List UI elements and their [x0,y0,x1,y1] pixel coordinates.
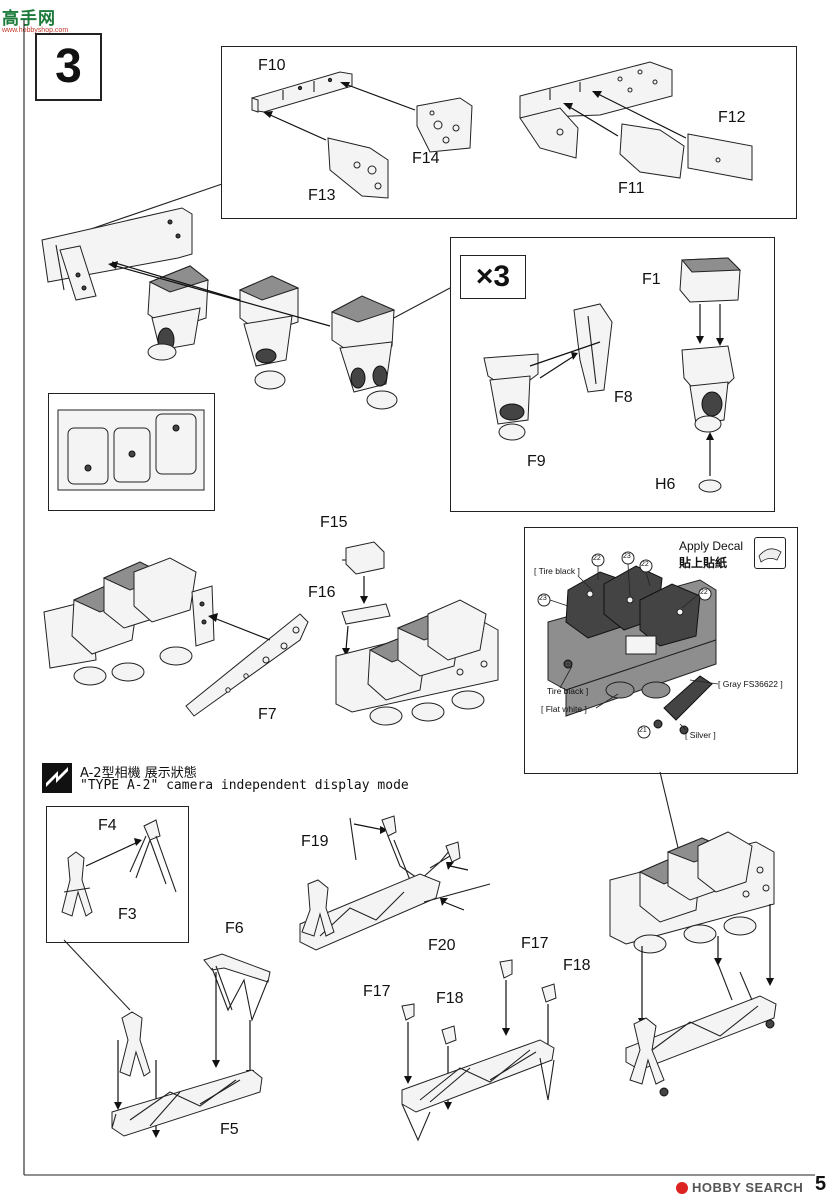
section-title-cn: A-2型相機 展示狀態 [80,766,197,781]
watermark-url: www.hobbyshop.com [2,27,69,34]
step-number: 3 [55,40,82,93]
part-f13-drawing [327,137,389,199]
footer-brand: HOBBY SEARCH [676,1180,803,1195]
decal-number: 23 [539,595,547,602]
label-h6: H6 [655,476,676,493]
label-f4: F4 [98,817,117,834]
watermark-logo: 高手网 www.hobbyshop.com [2,4,68,34]
label-f18-left: F18 [436,990,464,1007]
label-f16: F16 [308,584,336,601]
decal-title-cn: 貼上貼紙 [679,556,728,570]
display-mode-icon [42,763,72,793]
label-f6: F6 [225,920,244,937]
label-f19: F19 [301,833,329,850]
subassembly-frame-top [221,46,797,219]
decal-number: 22 [641,561,649,568]
camera-pod-1-drawing [147,265,210,361]
part-f10-drawing [251,71,353,113]
decal-number: 21 [639,727,647,734]
part-f14-drawing [416,97,473,153]
label-f13: F13 [308,187,336,204]
part-f11-drawing [619,123,685,179]
page-number: 5 [815,1173,827,1195]
label-f1: F1 [642,271,661,288]
callout-silver: [ Silver ] [685,730,716,740]
section-title-en: "TYPE A-2" camera independent display mo… [80,778,409,793]
watermark-brand: 高手网 [2,9,56,29]
label-f3: F3 [118,906,137,923]
callout-flat-white: [ Flat white ] [541,704,587,714]
footer-brand-text: HOBBY SEARCH [692,1180,804,1195]
camera-pod-2-drawing [238,275,300,390]
label-f5: F5 [220,1121,239,1138]
label-f20: F20 [428,937,456,954]
decal-number: 23 [623,553,631,560]
part-f11-bracket-drawing [519,61,673,159]
label-f11: F11 [618,180,645,197]
multiplier-label: ×3 [460,255,526,299]
callout-gray: [ Gray FS36622 ] [718,679,783,689]
part-f12-drawing [687,133,753,181]
label-f8: F8 [614,389,633,406]
decal-icon [754,537,786,569]
label-f7: F7 [258,706,277,723]
label-f15: F15 [320,514,348,531]
step-number-box: 3 [35,33,102,101]
brand-mark-icon [676,1181,688,1194]
label-f17-right: F17 [521,935,549,952]
label-f12: F12 [718,109,746,126]
callout-tire-black-top: [ Tire black ] [534,566,580,576]
label-f18-right: F18 [563,957,591,974]
label-f10: F10 [258,57,286,74]
camera-pod-3-drawing [330,295,398,410]
decal-number: 22 [593,555,601,562]
label-f17-left: F17 [363,983,391,1000]
decal-title-en: Apply Decal [679,539,744,553]
label-f14: F14 [412,150,440,167]
callout-tire-black-bottom: Tire black ] [547,686,589,696]
label-f9: F9 [527,453,546,470]
decal-number: 22 [700,589,708,596]
